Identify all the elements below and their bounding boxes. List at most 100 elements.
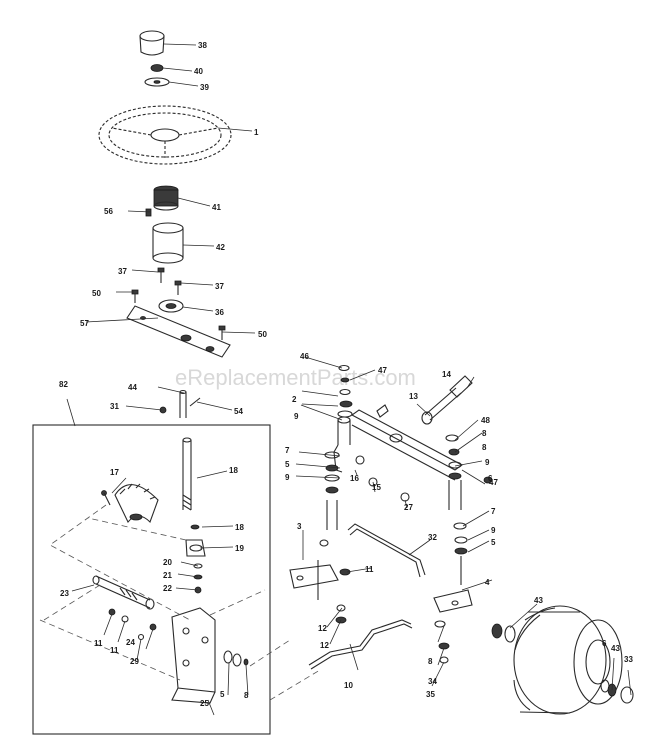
steering-nut bbox=[150, 64, 164, 72]
callout-47: 47 bbox=[378, 366, 387, 375]
callout-20: 20 bbox=[163, 558, 172, 567]
steering-arm-right bbox=[433, 589, 473, 613]
callout-4: 4 bbox=[485, 578, 490, 587]
callout-14: 14 bbox=[442, 370, 451, 379]
callout-5: 5 bbox=[491, 538, 496, 547]
spindle-left bbox=[333, 364, 353, 473]
steering-shaft-lower bbox=[159, 389, 201, 418]
callout-11: 11 bbox=[94, 639, 103, 648]
callout-11: 11 bbox=[110, 646, 119, 655]
callout-13: 13 bbox=[409, 392, 418, 401]
callout-7: 7 bbox=[491, 507, 496, 516]
wheel-hardware bbox=[600, 679, 634, 704]
callout-50: 50 bbox=[92, 289, 101, 298]
front-wheel-spacer bbox=[491, 623, 516, 643]
callout-82: 82 bbox=[59, 380, 68, 389]
roll-pin bbox=[145, 208, 152, 217]
callout-39: 39 bbox=[200, 83, 209, 92]
callout-8: 8 bbox=[482, 429, 487, 438]
callout-8: 8 bbox=[244, 691, 249, 700]
callout-5: 5 bbox=[285, 460, 290, 469]
steering-gear-box-border bbox=[32, 424, 271, 735]
callout-47: 47 bbox=[489, 478, 498, 487]
callout-9: 9 bbox=[294, 412, 299, 421]
callout-9: 9 bbox=[491, 526, 496, 535]
callout-54: 54 bbox=[234, 407, 243, 416]
callout-6: 6 bbox=[488, 474, 493, 483]
drag-link bbox=[347, 523, 426, 578]
steering-arm-left bbox=[289, 560, 351, 600]
leader-lines bbox=[66, 43, 632, 716]
callout-37: 37 bbox=[118, 267, 127, 276]
callout-42: 42 bbox=[216, 243, 225, 252]
shaft-hardware bbox=[108, 608, 157, 641]
callout-46: 46 bbox=[300, 352, 309, 361]
gear-shaft bbox=[92, 575, 155, 610]
callout-34: 34 bbox=[428, 677, 437, 686]
column-bolts bbox=[131, 267, 226, 340]
callout-41: 41 bbox=[212, 203, 221, 212]
callout-18: 18 bbox=[229, 466, 238, 475]
callout-38: 38 bbox=[198, 41, 207, 50]
callout-18: 18 bbox=[235, 523, 244, 532]
callout-56: 56 bbox=[104, 207, 113, 216]
callout-24: 24 bbox=[126, 638, 135, 647]
callout-50: 50 bbox=[258, 330, 267, 339]
callout-21: 21 bbox=[163, 571, 172, 580]
column-bearing-flange bbox=[158, 299, 184, 313]
callout-43: 43 bbox=[534, 596, 543, 605]
callout-44: 44 bbox=[128, 383, 137, 392]
callout-17: 17 bbox=[110, 468, 119, 477]
callout-23: 23 bbox=[60, 589, 69, 598]
callout-27: 27 bbox=[404, 503, 413, 512]
steering-washer bbox=[144, 77, 170, 87]
callout-33: 33 bbox=[624, 655, 633, 664]
callout-7: 7 bbox=[285, 446, 290, 455]
callout-25: 25 bbox=[200, 699, 209, 708]
callout-32: 32 bbox=[428, 533, 437, 542]
callout-40: 40 bbox=[194, 67, 203, 76]
steering-cap bbox=[139, 30, 165, 56]
callout-9: 9 bbox=[285, 473, 290, 482]
callout-6: 6 bbox=[602, 639, 607, 648]
sector-gear bbox=[101, 483, 159, 524]
callout-19: 19 bbox=[235, 544, 244, 553]
callout-8: 8 bbox=[428, 657, 433, 666]
front-axle bbox=[350, 409, 464, 502]
callout-36: 36 bbox=[215, 308, 224, 317]
steering-support-plate bbox=[126, 305, 231, 358]
callout-15: 15 bbox=[372, 483, 381, 492]
pivot-bolt bbox=[421, 375, 473, 425]
callout-35: 35 bbox=[426, 690, 435, 699]
callout-5: 5 bbox=[220, 690, 225, 699]
bracket-fasteners bbox=[223, 650, 249, 667]
axle-stud bbox=[376, 404, 389, 418]
callout-3: 3 bbox=[297, 522, 302, 531]
watermark: eReplacementParts.com bbox=[175, 365, 416, 390]
callout-12: 12 bbox=[318, 624, 327, 633]
tie-rod bbox=[308, 619, 413, 670]
assembly-guide-lines bbox=[39, 504, 321, 701]
callout-29: 29 bbox=[130, 657, 139, 666]
front-tire bbox=[513, 605, 623, 715]
steering-shaft bbox=[182, 437, 192, 511]
callout-11: 11 bbox=[365, 565, 374, 574]
callout-9: 9 bbox=[485, 458, 490, 467]
callout-2: 2 bbox=[292, 395, 297, 404]
callout-10: 10 bbox=[344, 681, 353, 690]
gear-housing-bracket bbox=[171, 607, 216, 704]
callout-57: 57 bbox=[80, 319, 89, 328]
pinion-bearing bbox=[185, 524, 206, 557]
callout-37: 37 bbox=[215, 282, 224, 291]
steering-adapter-gear bbox=[153, 185, 179, 211]
steering-column-sleeve bbox=[152, 222, 184, 264]
callout-16: 16 bbox=[350, 474, 359, 483]
spacer-stack bbox=[193, 563, 203, 594]
callout-1: 1 bbox=[254, 128, 259, 137]
callout-22: 22 bbox=[163, 584, 172, 593]
callout-31: 31 bbox=[110, 402, 119, 411]
callout-labels: 3840391415642373750365750464744548231141… bbox=[59, 41, 633, 708]
callout-48: 48 bbox=[481, 416, 490, 425]
